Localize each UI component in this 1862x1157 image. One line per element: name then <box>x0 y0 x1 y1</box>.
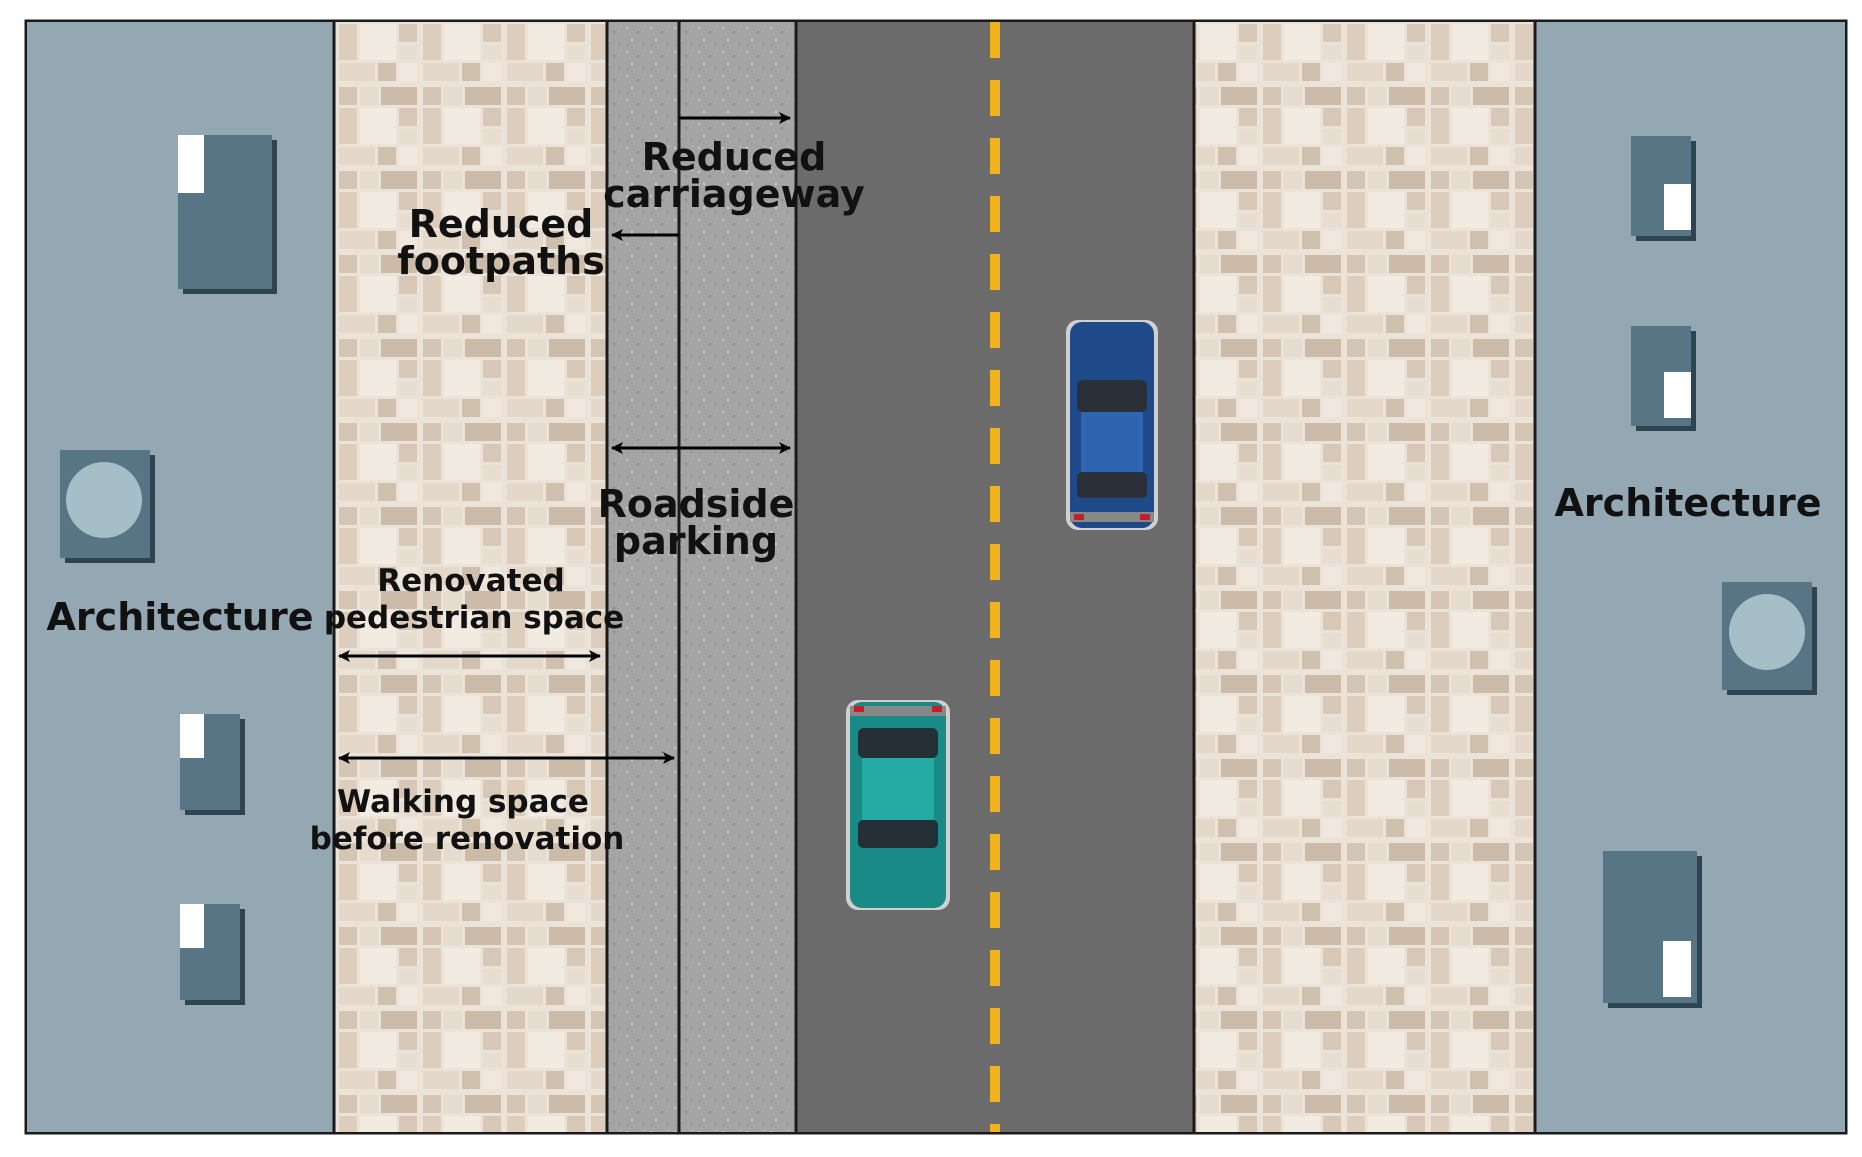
zone-boundaries <box>332 22 1537 1132</box>
walking-space-label-line2: before renovation <box>310 821 625 857</box>
right-building-1 <box>1631 136 1696 241</box>
reduced-carriageway-label-line1: Reduced <box>642 135 827 179</box>
dome-icon <box>1729 594 1805 670</box>
right-dome-building <box>1722 582 1817 695</box>
walking-space-label-line1: Walking space <box>337 784 589 820</box>
right-building-3 <box>1603 851 1702 1008</box>
left-dome-building <box>60 450 155 563</box>
left-building-1 <box>178 135 277 294</box>
dome-icon <box>66 462 142 538</box>
diagram-frame <box>24 19 1848 1135</box>
reduced-carriageway-label-line2: carriageway <box>603 172 865 216</box>
left-building-2 <box>180 714 245 815</box>
left-footpath-zone <box>334 22 607 1132</box>
car-blue-icon <box>1066 320 1158 530</box>
right-building-2 <box>1631 326 1696 431</box>
roadside-parking-label-line1: Roadside <box>598 482 795 526</box>
renovated-pedestrian-label-line1: Renovated <box>377 563 564 599</box>
parking-zone <box>607 22 796 1132</box>
architecture-left-label: Architecture <box>47 595 314 639</box>
left-building-3 <box>180 904 245 1005</box>
car-teal-icon <box>846 700 950 910</box>
architecture-right-label: Architecture <box>1555 481 1822 525</box>
right-footpath-zone <box>1194 22 1535 1132</box>
roadside-parking-label-line2: parking <box>614 519 778 563</box>
dimension-arrows <box>338 112 791 764</box>
renovated-pedestrian-label-line2: pedestrian space <box>324 600 624 636</box>
reduced-footpaths-label-line2: footpaths <box>397 239 605 283</box>
reduced-footpaths-label-line1: Reduced <box>409 202 594 246</box>
